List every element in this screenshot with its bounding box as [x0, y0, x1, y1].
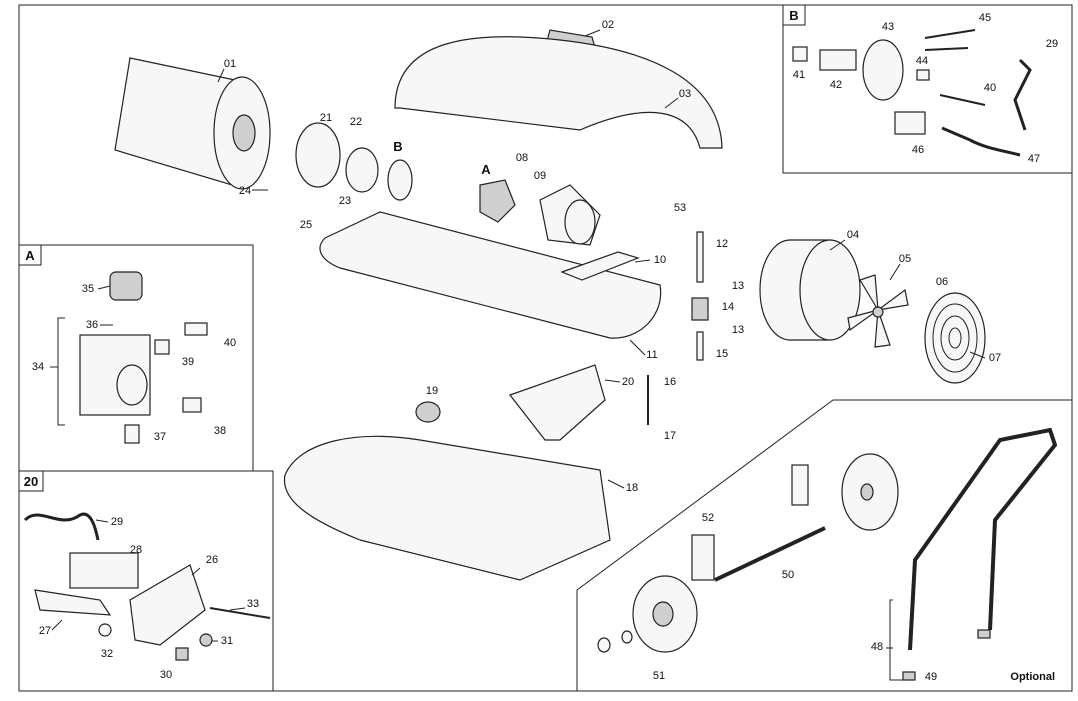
- part-label-09: 09: [534, 170, 546, 182]
- part-label-20: 20: [622, 376, 634, 388]
- part-label-48: 48: [871, 641, 883, 653]
- part-label-22: 22: [350, 116, 362, 128]
- part-23-drawing: [345, 147, 379, 193]
- part-label-36: 36: [86, 319, 98, 331]
- inset-a-drawings: [57, 271, 208, 444]
- part-19-drawing: [415, 401, 441, 423]
- part-label-39: 39: [182, 356, 194, 368]
- part-14-drawing: [691, 297, 709, 321]
- part-label-19: 19: [426, 385, 438, 397]
- inset-box-20-title: 20: [24, 474, 38, 489]
- part-label-51: 51: [653, 670, 665, 682]
- part-label-50: 50: [782, 569, 794, 581]
- part-tag-b: B: [393, 139, 402, 154]
- inset-box-a-title: A: [25, 248, 35, 263]
- part-12-drawing: [696, 231, 704, 283]
- part-20-drawing: [509, 364, 606, 441]
- part-label-47: 47: [1028, 153, 1040, 165]
- part-label-37: 37: [154, 431, 166, 443]
- part-label-41: 41: [793, 69, 805, 81]
- part-label-52: 52: [702, 512, 714, 524]
- part-label-02: 02: [602, 19, 614, 31]
- part-label-34: 34: [32, 361, 44, 373]
- part-10-drawing: [560, 251, 640, 281]
- part-15-drawing: [696, 331, 704, 361]
- part-b-assembly-drawing: [387, 159, 413, 201]
- part-09-drawing: [539, 184, 601, 246]
- part-01-drawing: [114, 57, 271, 190]
- part-label-33: 33: [247, 598, 259, 610]
- leader-lines: [50, 29, 986, 681]
- part-label-26: 26: [206, 554, 218, 566]
- inset-box-b-title: B: [789, 8, 798, 23]
- part-label-44: 44: [916, 55, 928, 67]
- part-label-32: 32: [101, 648, 113, 660]
- inset-b-drawings: [792, 29, 1032, 157]
- optional-drawings: [597, 427, 1058, 681]
- part-label-30: 30: [160, 669, 172, 681]
- part-label-04: 04: [847, 229, 859, 241]
- part-label-12: 12: [716, 238, 728, 250]
- part-label-07: 07: [989, 352, 1001, 364]
- inset-box-b: B: [782, 4, 1073, 174]
- part-label-01: 01: [224, 58, 236, 70]
- part-label-43: 43: [882, 21, 894, 33]
- inset-20-drawings: [23, 512, 271, 661]
- part-label-40b: 40: [984, 82, 996, 94]
- part-label-49: 49: [925, 671, 937, 683]
- part-tag-a: A: [481, 162, 491, 177]
- part-05-drawing: [847, 274, 909, 348]
- part-label-03: 03: [679, 88, 691, 100]
- part-label-40a: 40: [224, 337, 236, 349]
- part-label-23: 23: [339, 195, 351, 207]
- part-label-35: 35: [82, 283, 94, 295]
- part-label-38: 38: [214, 425, 226, 437]
- part-03-drawing: [394, 36, 723, 149]
- part-label-17: 17: [664, 430, 676, 442]
- part-label-10: 10: [654, 254, 666, 266]
- part-label-45: 45: [979, 12, 991, 24]
- part-label-11: 11: [646, 349, 657, 361]
- part-label-05: 05: [899, 253, 911, 265]
- part-a-assembly-drawing: [479, 179, 516, 223]
- part-label-18: 18: [626, 482, 638, 494]
- optional-panel: Optional: [576, 399, 1072, 691]
- part-18-drawing: [283, 435, 611, 581]
- part-label-29a: 29: [111, 516, 123, 528]
- part-21-drawing: [295, 122, 341, 188]
- part-label-25: 25: [300, 219, 312, 231]
- inset-box-20: 20: [18, 470, 274, 692]
- part-07-drawing: [924, 292, 986, 384]
- part-label-29b: 29: [1046, 38, 1058, 50]
- part-label-13a: 13: [732, 280, 744, 292]
- part-label-16: 16: [664, 376, 676, 388]
- part-11-drawing: [319, 211, 662, 339]
- part-label-06: 06: [936, 276, 948, 288]
- part-label-08: 08: [516, 152, 528, 164]
- part-label-42: 42: [830, 79, 842, 91]
- part-label-46: 46: [912, 144, 924, 156]
- part-label-13b: 13: [732, 324, 744, 336]
- part-label-53: 53: [674, 202, 686, 214]
- part-label-31: 31: [221, 635, 233, 647]
- part-label-27: 27: [39, 625, 51, 637]
- part-04-drawing: [759, 239, 861, 341]
- optional-label: Optional: [1010, 671, 1055, 683]
- part-label-14: 14: [722, 301, 734, 313]
- part-label-15: 15: [716, 348, 728, 360]
- part-label-24: 24: [239, 185, 251, 197]
- part-label-28: 28: [130, 544, 142, 556]
- part-label-21: 21: [320, 112, 332, 124]
